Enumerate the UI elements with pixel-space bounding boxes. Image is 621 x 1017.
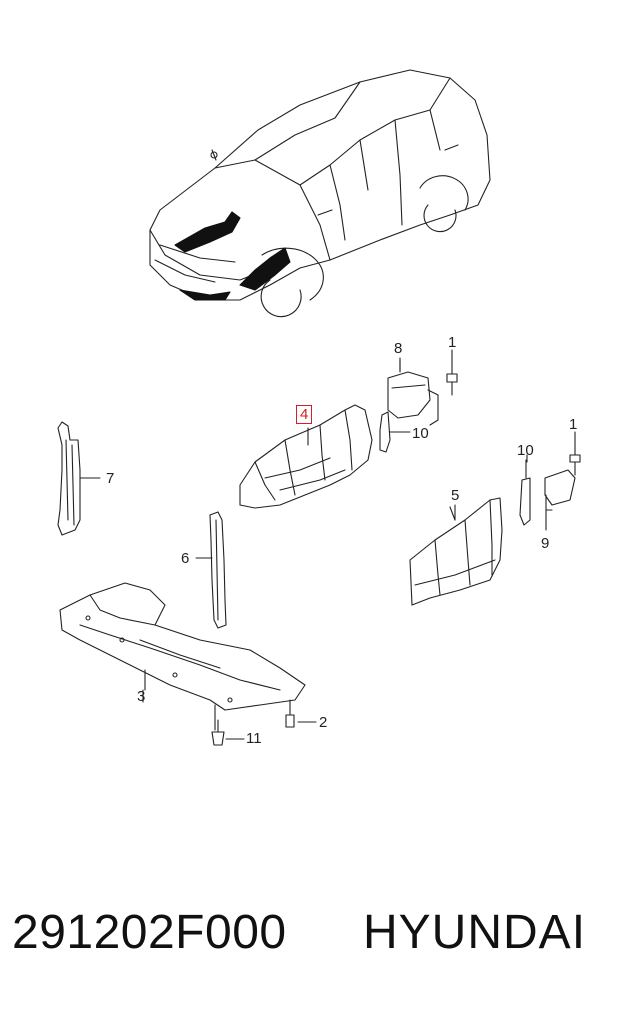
part-8-bracket (387, 359, 439, 426)
callout-4-highlighted: 4 (296, 405, 313, 424)
part-4-shield (239, 404, 373, 509)
part-10-bracket-b (519, 459, 531, 526)
callout-11: 11 (246, 730, 262, 747)
callout-5: 5 (451, 487, 460, 504)
callout-8: 8 (394, 340, 403, 357)
part-number: 291202F000 (12, 906, 287, 959)
callout-10a: 10 (412, 425, 429, 442)
callout-3: 3 (137, 688, 146, 705)
car-shield-highlights (174, 211, 291, 301)
car-illustration (149, 69, 491, 318)
part-1-bolt-a (446, 355, 458, 396)
part-11-clip (211, 719, 245, 746)
part-6-bracket (195, 511, 227, 629)
callout-6: 6 (181, 550, 190, 567)
part-1-bolt-b (569, 439, 581, 476)
parts-diagram (57, 69, 581, 746)
part-10-bracket-a (379, 411, 411, 453)
callout-7: 7 (106, 470, 115, 487)
callout-10b: 10 (517, 442, 534, 459)
callout-9: 9 (541, 535, 550, 552)
footer: 291202F000 HYUNDAI (0, 905, 621, 975)
part-5-shield (409, 497, 503, 606)
callout-1b: 1 (569, 416, 578, 433)
callout-1a: 1 (448, 334, 457, 351)
part-7-bracket (57, 421, 101, 536)
callout-2: 2 (319, 714, 328, 731)
part-3-under-cover (59, 582, 306, 731)
part-9-bracket (544, 469, 576, 531)
brand-name: HYUNDAI (363, 906, 587, 959)
part-2-bolt (285, 699, 317, 728)
